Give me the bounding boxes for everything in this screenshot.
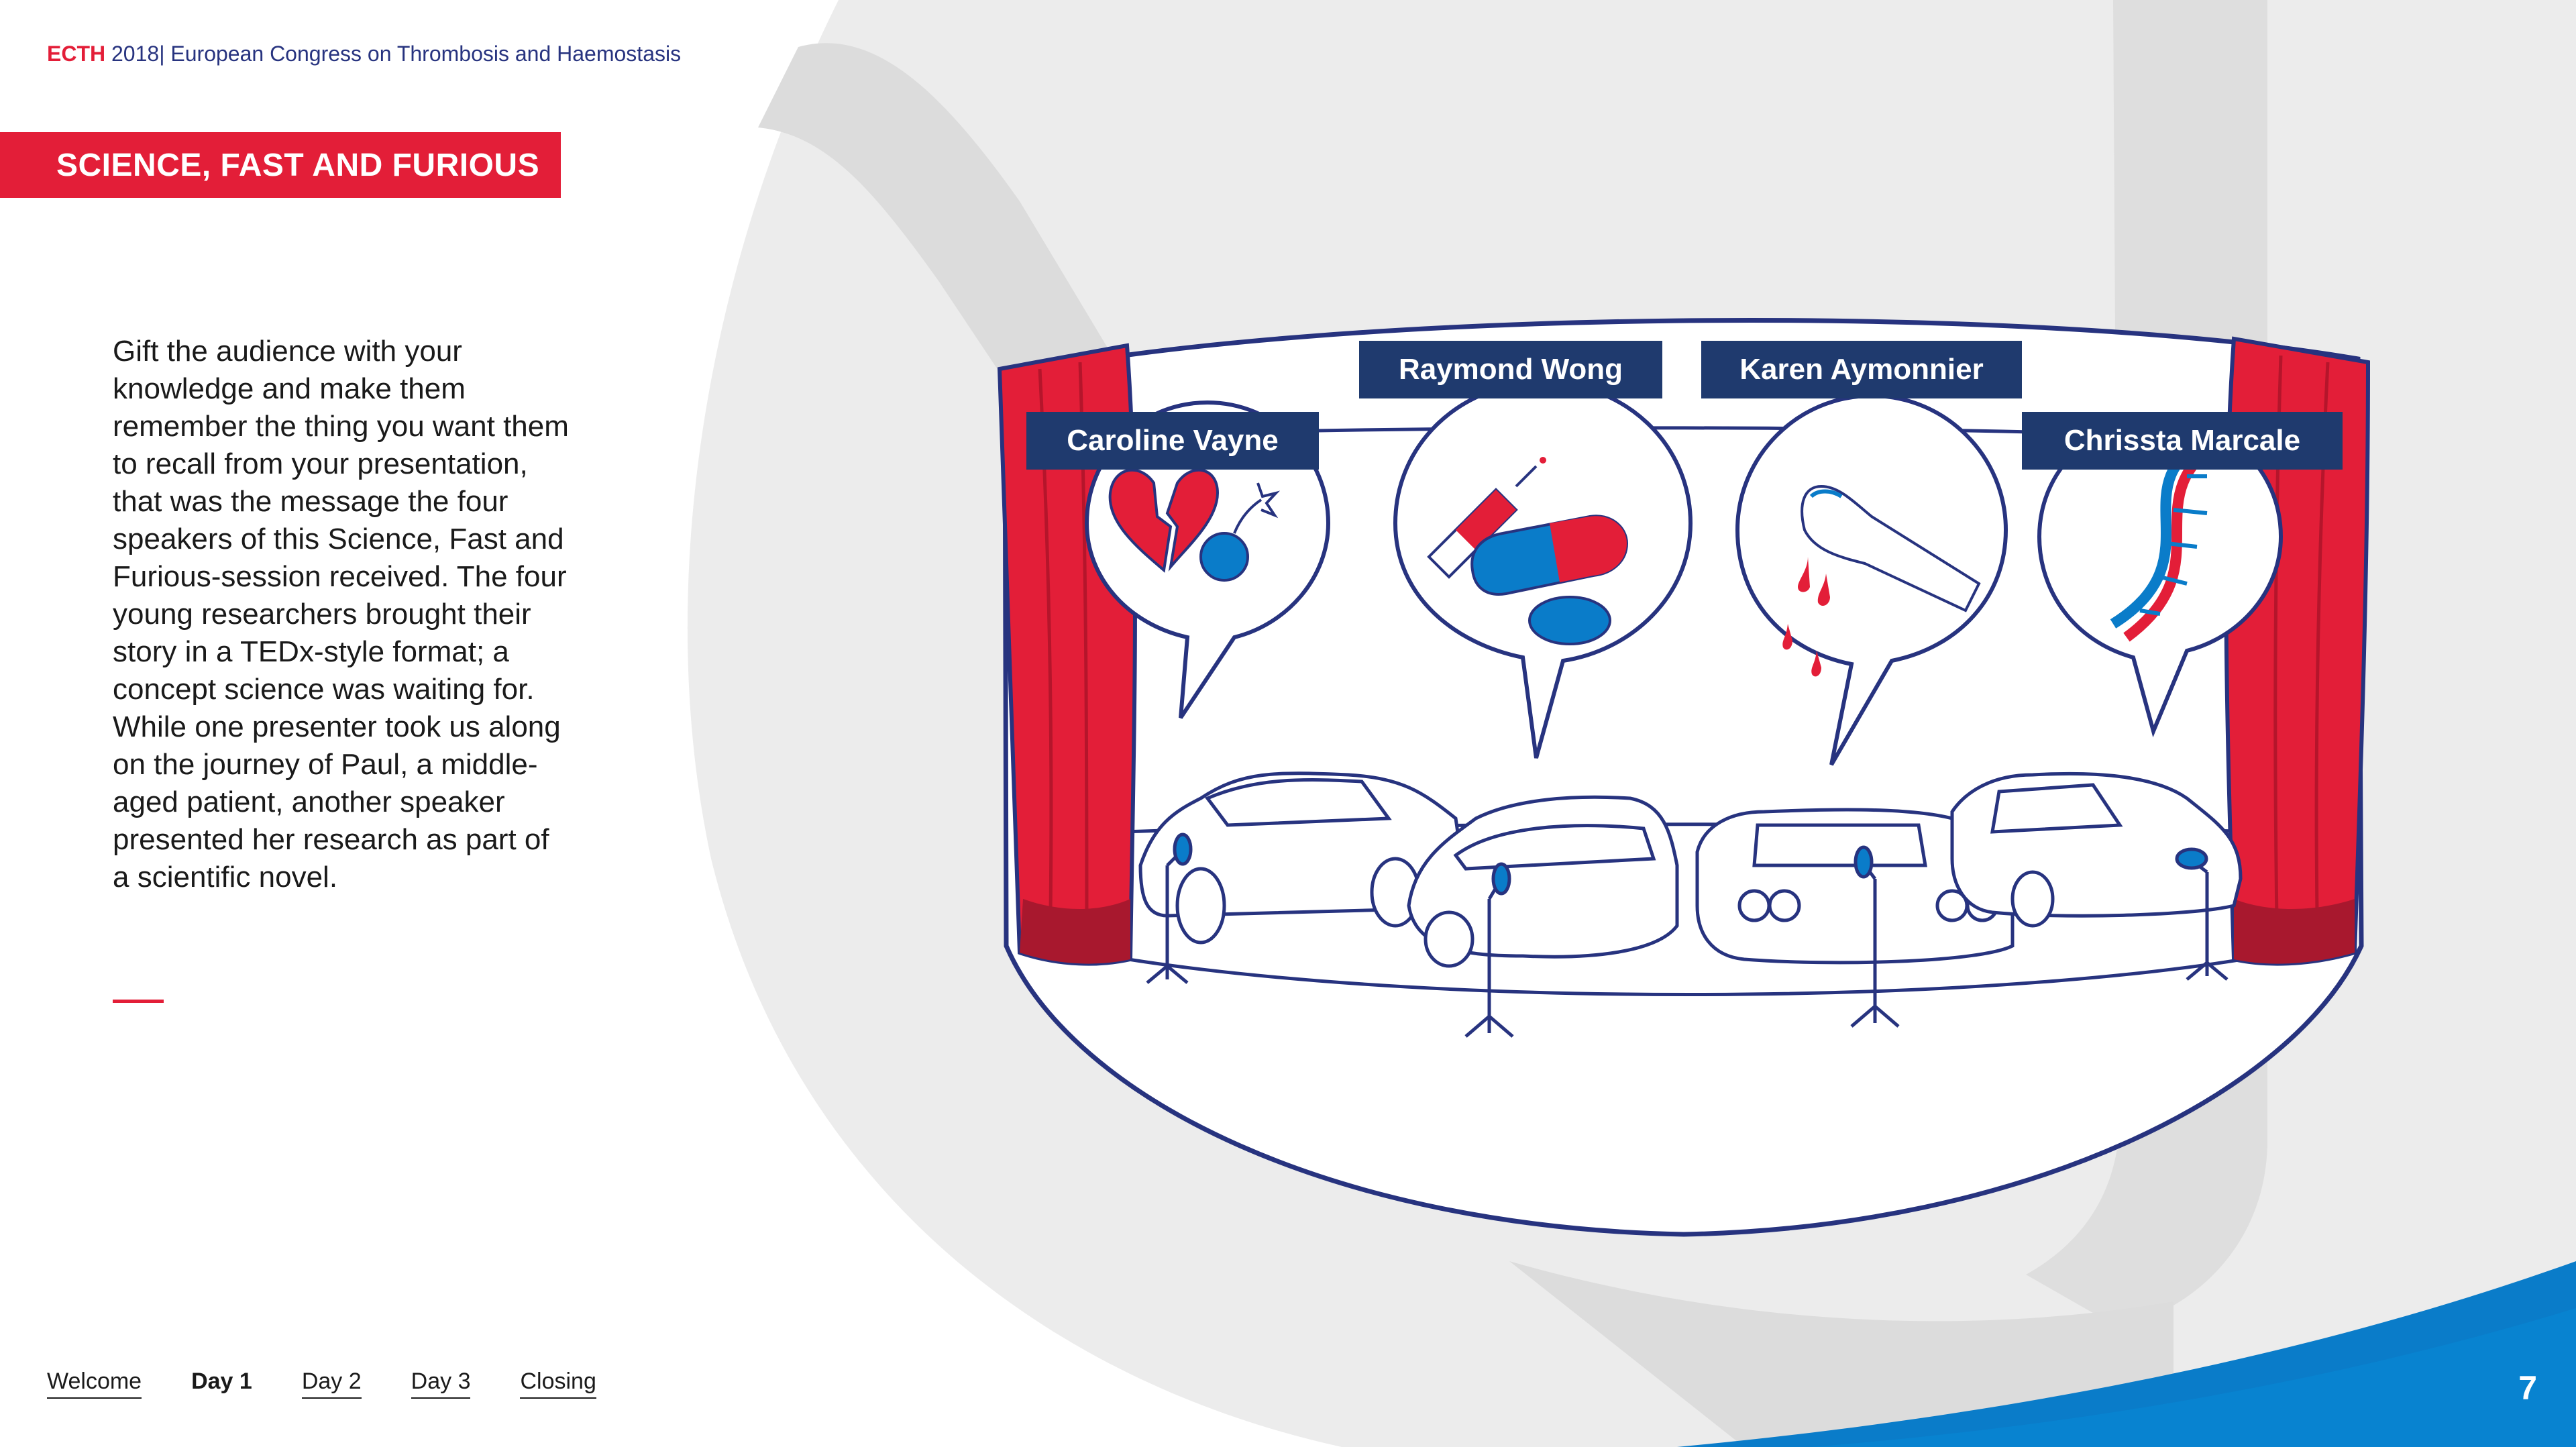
background-blue-wave-light	[1811, 1308, 2576, 1447]
left-curtain-shadow	[1020, 899, 1130, 964]
microphone-stand-3	[1850, 845, 1900, 1028]
speech-bubble-2	[1393, 380, 1693, 759]
speech-bubble-1	[1084, 400, 1331, 719]
nav-welcome[interactable]: Welcome	[47, 1369, 142, 1399]
nav-day-3[interactable]: Day 3	[411, 1369, 471, 1399]
background-dark-band	[1509, 1261, 2174, 1447]
microphone-stand-2	[1464, 862, 1514, 1038]
speech-bubble-3	[1735, 393, 2008, 766]
speaker-name: Caroline Vayne	[1067, 424, 1279, 457]
page-number: 7	[2518, 1369, 2537, 1407]
stage-back-wall	[1207, 426, 2127, 437]
nav-closing[interactable]: Closing	[520, 1369, 596, 1399]
event-header: ECTH 2018| European Congress on Thrombos…	[47, 42, 681, 66]
broken-heart-bomb-icon	[1108, 468, 1281, 582]
syringe-pills-icon	[1427, 457, 1629, 645]
nav-day-2[interactable]: Day 2	[301, 1369, 362, 1399]
right-curtain-shadow	[2234, 899, 2355, 964]
speaker-name-tag-3: Karen Aymonnier	[1701, 341, 2022, 398]
speaker-name: Chrissta Marcale	[2063, 424, 2301, 457]
stage-drawing	[997, 318, 2371, 1237]
speaker-name-tag-2: Raymond Wong	[1359, 341, 1662, 398]
event-brand: ECTH	[47, 42, 106, 66]
section-title-banner: SCIENCE, FAST AND FURIOUS	[0, 132, 561, 198]
stage-front-edge	[1026, 937, 2342, 996]
microphone-stand-1	[1146, 833, 1193, 984]
header-separator: |	[159, 42, 165, 66]
body-text: Gift the audience with your knowledge an…	[113, 335, 569, 894]
speaker-name-tag-4: Chrissta Marcale	[2022, 412, 2343, 470]
car-2	[1407, 795, 1679, 968]
day-navigation: Welcome Day 1 Day 2 Day 3 Closing	[47, 1369, 596, 1399]
speaker-name-tag-1: Caroline Vayne	[1026, 412, 1319, 470]
speaker-name: Raymond Wong	[1398, 353, 1623, 386]
microphone-stand-4	[2175, 847, 2229, 981]
stage-outline	[1002, 318, 2364, 1237]
car-4	[1950, 771, 2243, 928]
speaker-name: Karen Aymonnier	[1739, 353, 1984, 386]
car-3	[1695, 808, 2015, 965]
car-1	[1138, 771, 1464, 945]
nav-day-1[interactable]: Day 1	[191, 1369, 252, 1394]
stage-illustration: Caroline Vayne Raymond Wong Karen Aymonn…	[986, 262, 2381, 1254]
section-title: SCIENCE, FAST AND FURIOUS	[56, 147, 540, 183]
event-year: 2018	[111, 42, 160, 66]
bleeding-finger-icon	[1782, 484, 1981, 677]
accent-rule	[113, 1000, 164, 1003]
event-name: European Congress on Thrombosis and Haem…	[170, 42, 682, 66]
